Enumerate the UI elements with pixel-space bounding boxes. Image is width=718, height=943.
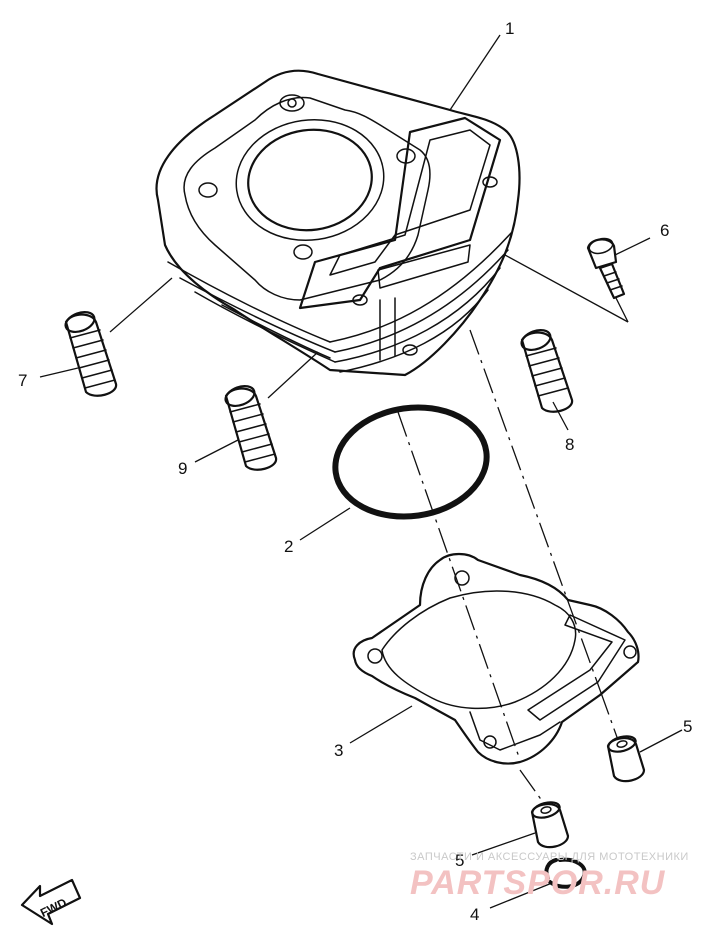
- callout-5-upper: 5: [683, 717, 692, 736]
- callout-8: 8: [565, 435, 574, 454]
- callouts: 1 2 3 4 5 5 6 7 8 9: [18, 19, 692, 924]
- fwd-label: FWD: [38, 895, 69, 920]
- callout-1: 1: [505, 19, 514, 38]
- callout-3: 3: [334, 741, 343, 760]
- dowel-pin-7: [64, 311, 118, 397]
- callout-7: 7: [18, 371, 27, 390]
- watermark: ЗАПЧАСТИ И АКСЕССУАРЫ ДЛЯ МОТОТЕХНИКИ PA…: [410, 851, 689, 902]
- dowel-pin-8: [520, 329, 574, 413]
- callout-2: 2: [284, 537, 293, 556]
- bolt-6: [586, 237, 626, 300]
- dowel-5-lower: [530, 801, 570, 849]
- fwd-arrow: FWD: [20, 878, 82, 926]
- cylinder-block: [155, 69, 521, 377]
- callout-5-lower: 5: [455, 851, 464, 870]
- assembly-lines: [397, 254, 629, 806]
- dowel-5-upper: [606, 735, 646, 783]
- watermark-tagline: ЗАПЧАСТИ И АКСЕССУАРЫ ДЛЯ МОТОТЕХНИКИ: [410, 851, 689, 863]
- leader-lines: [39, 34, 683, 909]
- dowel-pin-9: [224, 385, 278, 471]
- o-ring-2: [332, 404, 490, 520]
- callout-6: 6: [660, 221, 669, 240]
- watermark-brand: PARTSPOR.RU: [410, 864, 666, 902]
- callout-9: 9: [178, 459, 187, 478]
- base-gasket-3: [352, 552, 640, 765]
- circlip-4: [544, 857, 587, 889]
- callout-4: 4: [470, 905, 479, 924]
